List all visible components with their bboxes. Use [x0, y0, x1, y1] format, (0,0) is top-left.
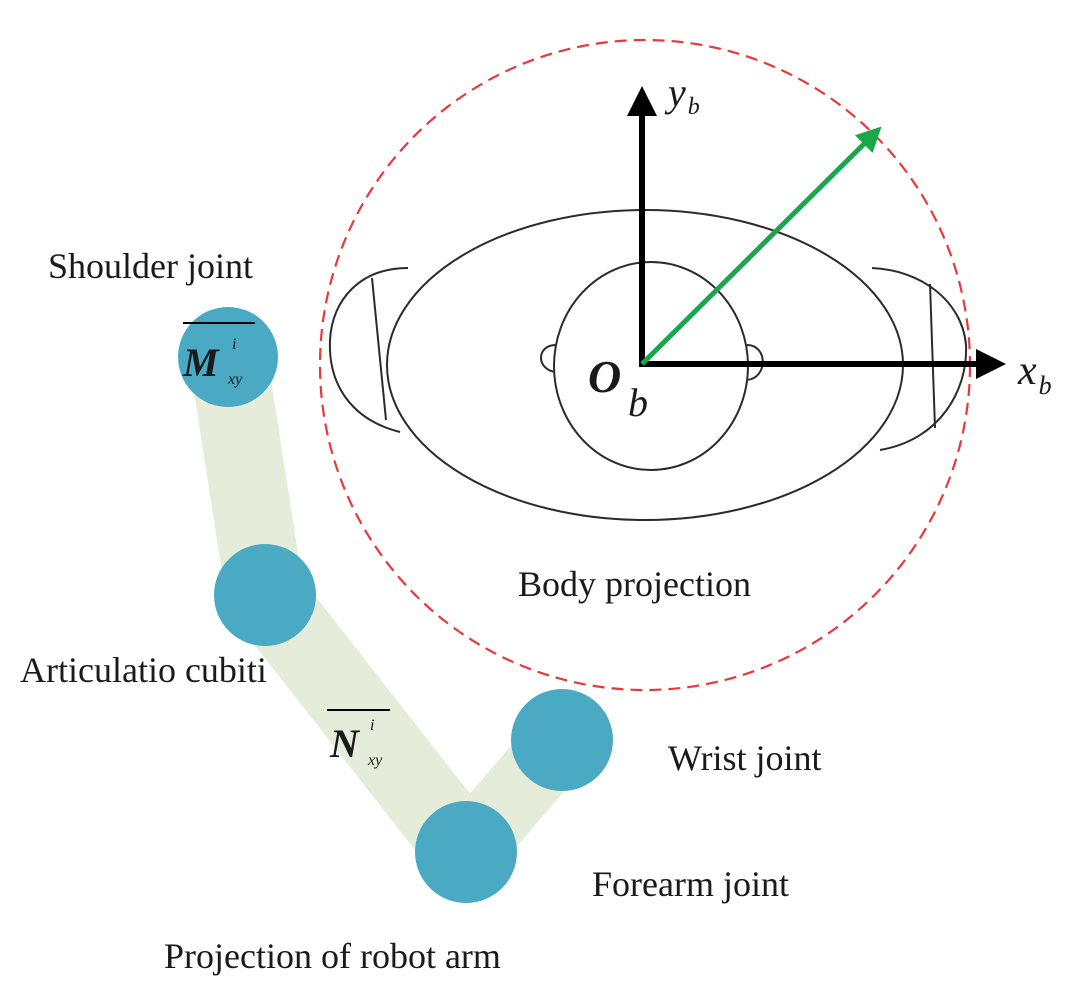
- radius-vector-arrow: [640, 126, 882, 366]
- body-frame-axes: [627, 86, 1006, 379]
- articulatio-cubiti-circle: [214, 544, 316, 646]
- origin-subscript: b: [628, 380, 648, 425]
- wrist-joint-circle: [511, 689, 613, 791]
- left-bumper: [328, 267, 409, 433]
- m-subscript: xy: [227, 371, 243, 388]
- left-nub: [540, 344, 557, 373]
- projection-of-robot-arm-label: Projection of robot arm: [164, 936, 501, 976]
- n-symbol: N i xy: [327, 709, 390, 769]
- n-main: N: [329, 721, 361, 766]
- left-bumper-inner: [371, 277, 387, 421]
- middle-arm-link: [226, 556, 505, 891]
- articulatio-cubiti-label: Articulatio cubiti: [20, 650, 267, 690]
- m-symbol: M i xy: [182, 322, 255, 388]
- n-superscript: i: [370, 717, 374, 734]
- m-superscript: i: [232, 336, 236, 353]
- forearm-joint-label: Forearm joint: [592, 864, 789, 904]
- right-bumper: [871, 267, 968, 451]
- shoulder-joint-circle: [178, 307, 278, 407]
- shoulder-joint-label: Shoulder joint: [48, 246, 253, 286]
- x-axis-label: xb: [1017, 348, 1052, 400]
- body-projection-label: Body projection: [518, 564, 751, 604]
- robot-arm-joints: [178, 307, 613, 903]
- y-axis-label: yb: [664, 70, 700, 120]
- m-main: M: [182, 340, 220, 385]
- n-subscript: xy: [367, 752, 383, 769]
- forearm-joint-circle: [415, 801, 517, 903]
- right-bumper-inner: [929, 283, 936, 429]
- wrist-joint-label: Wrist joint: [668, 738, 822, 778]
- origin-label: O: [588, 351, 621, 402]
